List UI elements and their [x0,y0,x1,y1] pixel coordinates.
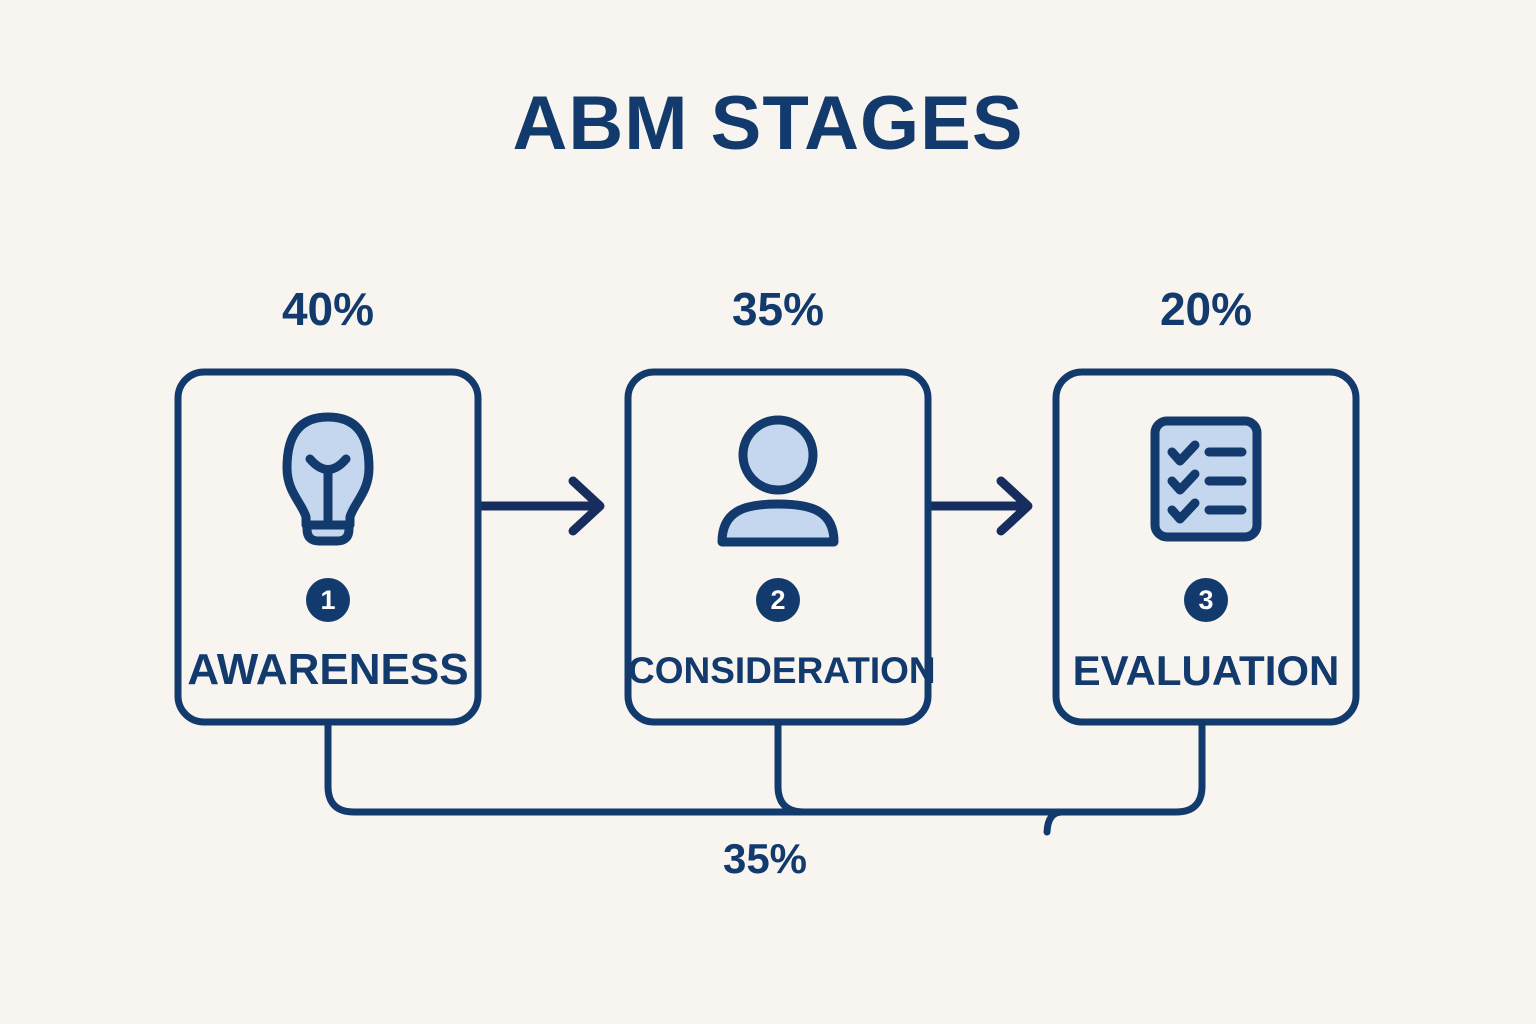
lightbulb-base [302,520,354,546]
stage-badge-3 [1184,578,1228,622]
stage-card-1-frame [174,368,482,726]
stage-arrow-1-to-2 [473,476,605,536]
stage-card-3-frame [1052,368,1360,726]
checklist-check-3 [1167,498,1200,524]
stage-label-2: CONSIDERATION [628,650,936,691]
stage-card-1 [174,368,482,726]
checklist-icon [1150,416,1262,542]
stage-percent-3: 20% [1159,283,1253,335]
stage-label-1: AWARENESS [187,645,469,694]
stage-badge-2 [756,578,800,622]
checklist-check-2 [1167,469,1200,495]
feedback-percent: 35% [722,835,808,882]
stage-badge-number-2: 2 [770,585,786,615]
checklist-check-1 [1167,440,1200,466]
stage-card-2 [624,368,932,726]
stage-card-3 [1052,368,1360,726]
feedback-hook-tail [1043,808,1066,836]
arrow-head-2 [996,476,1033,536]
person-head [738,415,818,495]
stage-percent-2: 35% [731,283,825,335]
stage-arrow-2-to-3 [923,476,1033,536]
stage-badge-1 [306,578,350,622]
feedback-path-outer [324,718,1206,816]
page-title: ABM STAGES [512,81,1024,166]
feedback-connector [324,718,1206,836]
arrow-head-1 [568,476,605,536]
person-icon [717,415,839,547]
stage-label-3: EVALUATION [1072,647,1340,694]
stage-badge-number-3: 3 [1198,585,1214,615]
feedback-path-middle [774,718,808,816]
stage-card-2-frame [624,368,932,726]
stage-badge-number-1: 1 [320,585,336,615]
lightbulb-icon [282,412,374,546]
stage-percent-1: 40% [281,283,375,335]
person-shoulders [717,499,839,547]
